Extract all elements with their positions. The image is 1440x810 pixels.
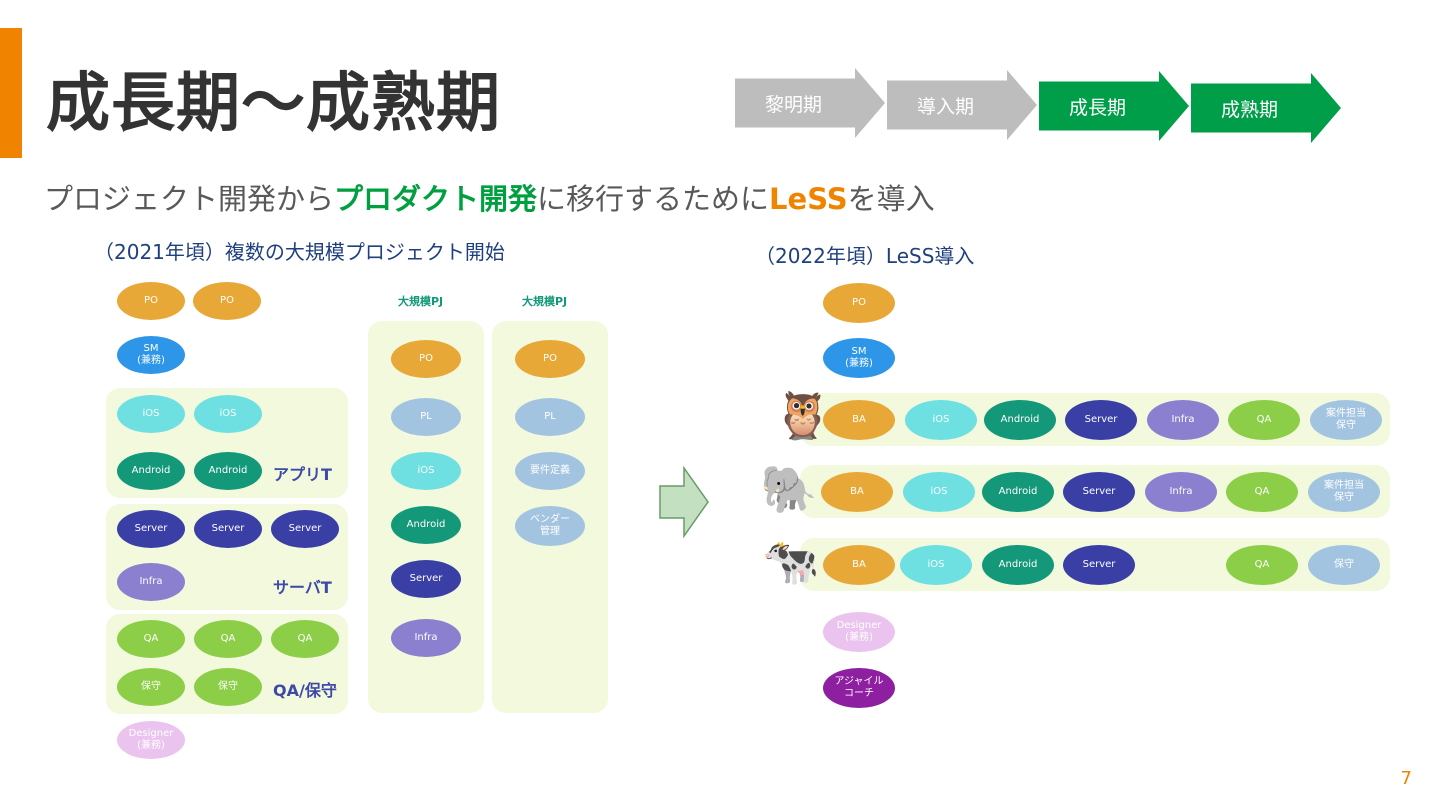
android-oval: Android [982, 545, 1054, 585]
pj2-pl-oval: PL [515, 398, 585, 436]
server-oval: Server [117, 510, 185, 548]
pj1-label: 大規模PJ [398, 295, 444, 308]
ios-oval: iOS [905, 400, 977, 440]
pj2-requirements-oval: 要件定義 [515, 452, 585, 490]
sm-oval: SM (兼務) [823, 338, 895, 378]
left-heading: （2021年頃）複数の大規模プロジェクト開始 [94, 240, 505, 264]
sm-oval: SM (兼務) [117, 336, 185, 374]
subtitle-text: に移行するために [537, 182, 770, 216]
android-oval: Android [984, 400, 1056, 440]
ios-oval: iOS [194, 395, 262, 433]
po-oval: PO [193, 282, 261, 320]
qa-oval: QA [194, 620, 262, 658]
ios-oval: iOS [900, 545, 972, 585]
pj2-label: 大規模PJ [522, 295, 568, 308]
phase-label: 導入期 [917, 95, 975, 118]
phase-seichoki: 成長期 [1039, 71, 1189, 141]
slide-subtitle: プロジェクト開発からプロダクト開発に移行するためにLeSSを導入 [44, 176, 935, 218]
right-arrow-icon [659, 466, 709, 538]
ba-oval: BA [823, 545, 895, 585]
maintenance-oval: 保守 [1308, 545, 1380, 585]
qa-oval: QA [117, 620, 185, 658]
pj1-android-oval: Android [391, 506, 461, 544]
phase-label: 成長期 [1069, 96, 1127, 119]
server-oval: Server [1063, 545, 1135, 585]
infra-oval: Infra [117, 563, 185, 601]
android-oval: Android [982, 472, 1054, 512]
pj1-server-oval: Server [391, 560, 461, 598]
qa-oval: QA [1228, 400, 1300, 440]
cow-icon: 🐄 [762, 534, 820, 588]
slide-title: 成長期〜成熟期 [46, 67, 501, 141]
accent-bar [0, 28, 22, 158]
designer-oval: Designer (兼務) [823, 612, 895, 652]
pj2-vendor-oval: ベンダー 管理 [515, 506, 585, 546]
server-oval: Server [1063, 472, 1135, 512]
phase-dounyuki: 導入期 [887, 70, 1037, 140]
ios-oval: iOS [903, 472, 975, 512]
android-oval: Android [117, 452, 185, 490]
hoshu-oval: 保守 [194, 668, 262, 706]
ios-oval: iOS [117, 395, 185, 433]
po-oval: PO [117, 282, 185, 320]
maintenance-oval: 案件担当 保守 [1310, 400, 1382, 440]
phase-reimeiki: 黎明期 [735, 68, 885, 138]
server-oval: Server [271, 510, 339, 548]
maintenance-oval: 案件担当 保守 [1308, 472, 1380, 512]
elephant-icon: 🐘 [760, 462, 818, 516]
subtitle-highlight-less: LeSS [769, 182, 848, 216]
agile-coach-oval: アジャイル コーチ [823, 668, 895, 708]
designer-oval: Designer (兼務) [117, 721, 185, 759]
server-team-label: サーバT [273, 578, 332, 597]
pj1-pl-oval: PL [391, 398, 461, 436]
phase-label: 黎明期 [765, 93, 823, 116]
qa-oval: QA [271, 620, 339, 658]
ba-oval: BA [821, 472, 893, 512]
infra-oval: Infra [1145, 472, 1217, 512]
app-team-label: アプリT [273, 465, 332, 484]
subtitle-text: を導入 [847, 182, 935, 216]
server-oval: Server [1065, 400, 1137, 440]
qa-oval: QA [1226, 472, 1298, 512]
subtitle-text: プロジェクト開発から [44, 182, 335, 216]
qa-team-label: QA/保守 [273, 681, 337, 700]
hoshu-oval: 保守 [117, 668, 185, 706]
server-oval: Server [194, 510, 262, 548]
qa-oval: QA [1226, 545, 1298, 585]
pj1-po-oval: PO [391, 340, 461, 378]
pj1-infra-oval: Infra [391, 619, 461, 657]
ba-oval: BA [823, 400, 895, 440]
subtitle-highlight-product: プロダクト開発 [334, 182, 538, 216]
android-oval: Android [194, 452, 262, 490]
pj2-po-oval: PO [515, 340, 585, 378]
po-oval: PO [823, 283, 895, 323]
pj1-ios-oval: iOS [391, 452, 461, 490]
infra-oval: Infra [1147, 400, 1219, 440]
owl-icon: 🦉 [774, 388, 832, 442]
page-number: 7 [1400, 768, 1412, 789]
right-heading: （2022年頃）LeSS導入 [755, 244, 975, 268]
phase-seijukuki: 成熟期 [1191, 73, 1341, 143]
phase-label: 成熟期 [1221, 98, 1279, 121]
